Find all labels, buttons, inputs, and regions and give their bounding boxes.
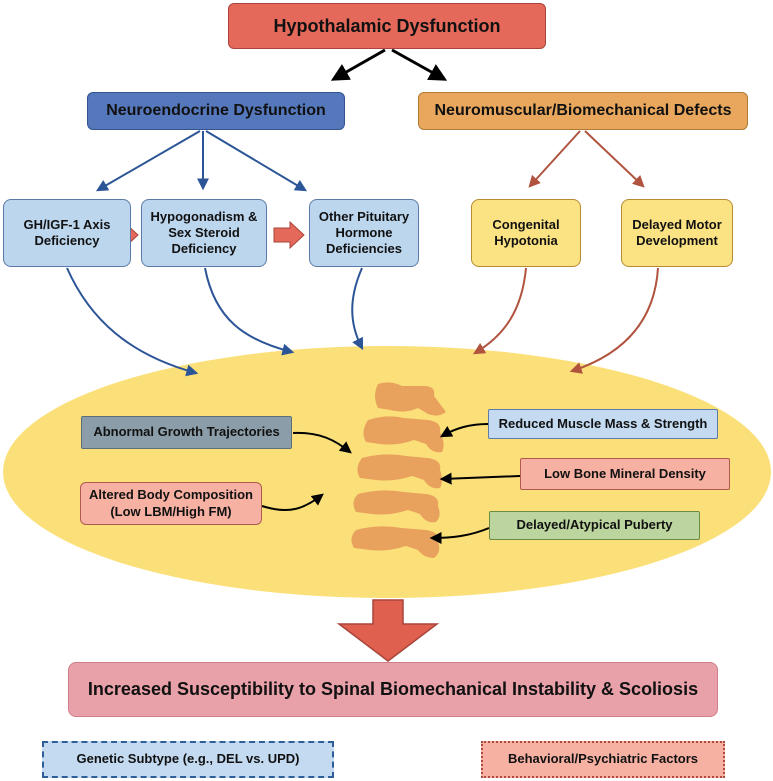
delayed-motor-box: Delayed Motor Development xyxy=(621,199,733,267)
arrow-neuromusc-to-hypotonia xyxy=(528,130,581,188)
outcome-box: Increased Susceptibility to Spinal Biome… xyxy=(68,662,718,717)
legend-behavioral-box: Behavioral/Psychiatric Factors xyxy=(481,741,725,778)
curve-puberty-to-spine xyxy=(429,527,490,544)
factor-puberty-box: Delayed/Atypical Puberty xyxy=(489,511,700,540)
arrow-top-to-neuroendocrine xyxy=(330,48,386,81)
arrow-neuromusc-to-delayed xyxy=(584,130,645,188)
red-arrow-hypo-to-other xyxy=(273,220,305,250)
arrow-bone-to-spine xyxy=(439,472,521,485)
curve-gh-to-ellipse xyxy=(66,267,199,377)
curve-bodycomp-to-spine xyxy=(261,493,324,512)
neuroendocrine-box: Neuroendocrine Dysfunction xyxy=(87,92,345,130)
legend-genetic-box: Genetic Subtype (e.g., DEL vs. UPD) xyxy=(42,741,334,778)
curve-other-to-ellipse xyxy=(351,267,364,351)
other-pituitary-box: Other Pituitary Hormone Deficiencies xyxy=(309,199,419,267)
curve-growth-to-spine xyxy=(292,431,352,454)
factor-growth-box: Abnormal Growth Trajectories xyxy=(81,416,292,449)
curve-hypotonia-to-ellipse xyxy=(472,267,527,355)
gh-igf-box: GH/IGF-1 Axis Deficiency xyxy=(3,199,131,267)
curve-delayed-to-ellipse xyxy=(569,267,659,374)
factor-body-composition-box: Altered Body Composition (Low LBM/High F… xyxy=(80,482,262,525)
factor-bone-box: Low Bone Mineral Density xyxy=(520,458,730,490)
neuromuscular-box: Neuromuscular/Biomechanical Defects xyxy=(418,92,748,130)
arrow-neuroendo-to-other xyxy=(205,130,308,192)
spine-illustration xyxy=(351,382,446,558)
arrow-neuroendo-to-gh xyxy=(95,130,201,192)
factor-muscle-box: Reduced Muscle Mass & Strength xyxy=(488,409,718,439)
hypogonadism-box: Hypogonadism & Sex Steroid Deficiency xyxy=(141,199,267,267)
hypotonia-box: Congenital Hypotonia xyxy=(471,199,581,267)
arrow-top-to-neuromuscular xyxy=(391,48,448,81)
curve-hypo-to-ellipse xyxy=(204,267,295,356)
curve-muscle-to-spine xyxy=(439,423,489,438)
big-down-arrow xyxy=(336,599,440,662)
hypothalamic-dysfunction-box: Hypothalamic Dysfunction xyxy=(228,3,546,49)
